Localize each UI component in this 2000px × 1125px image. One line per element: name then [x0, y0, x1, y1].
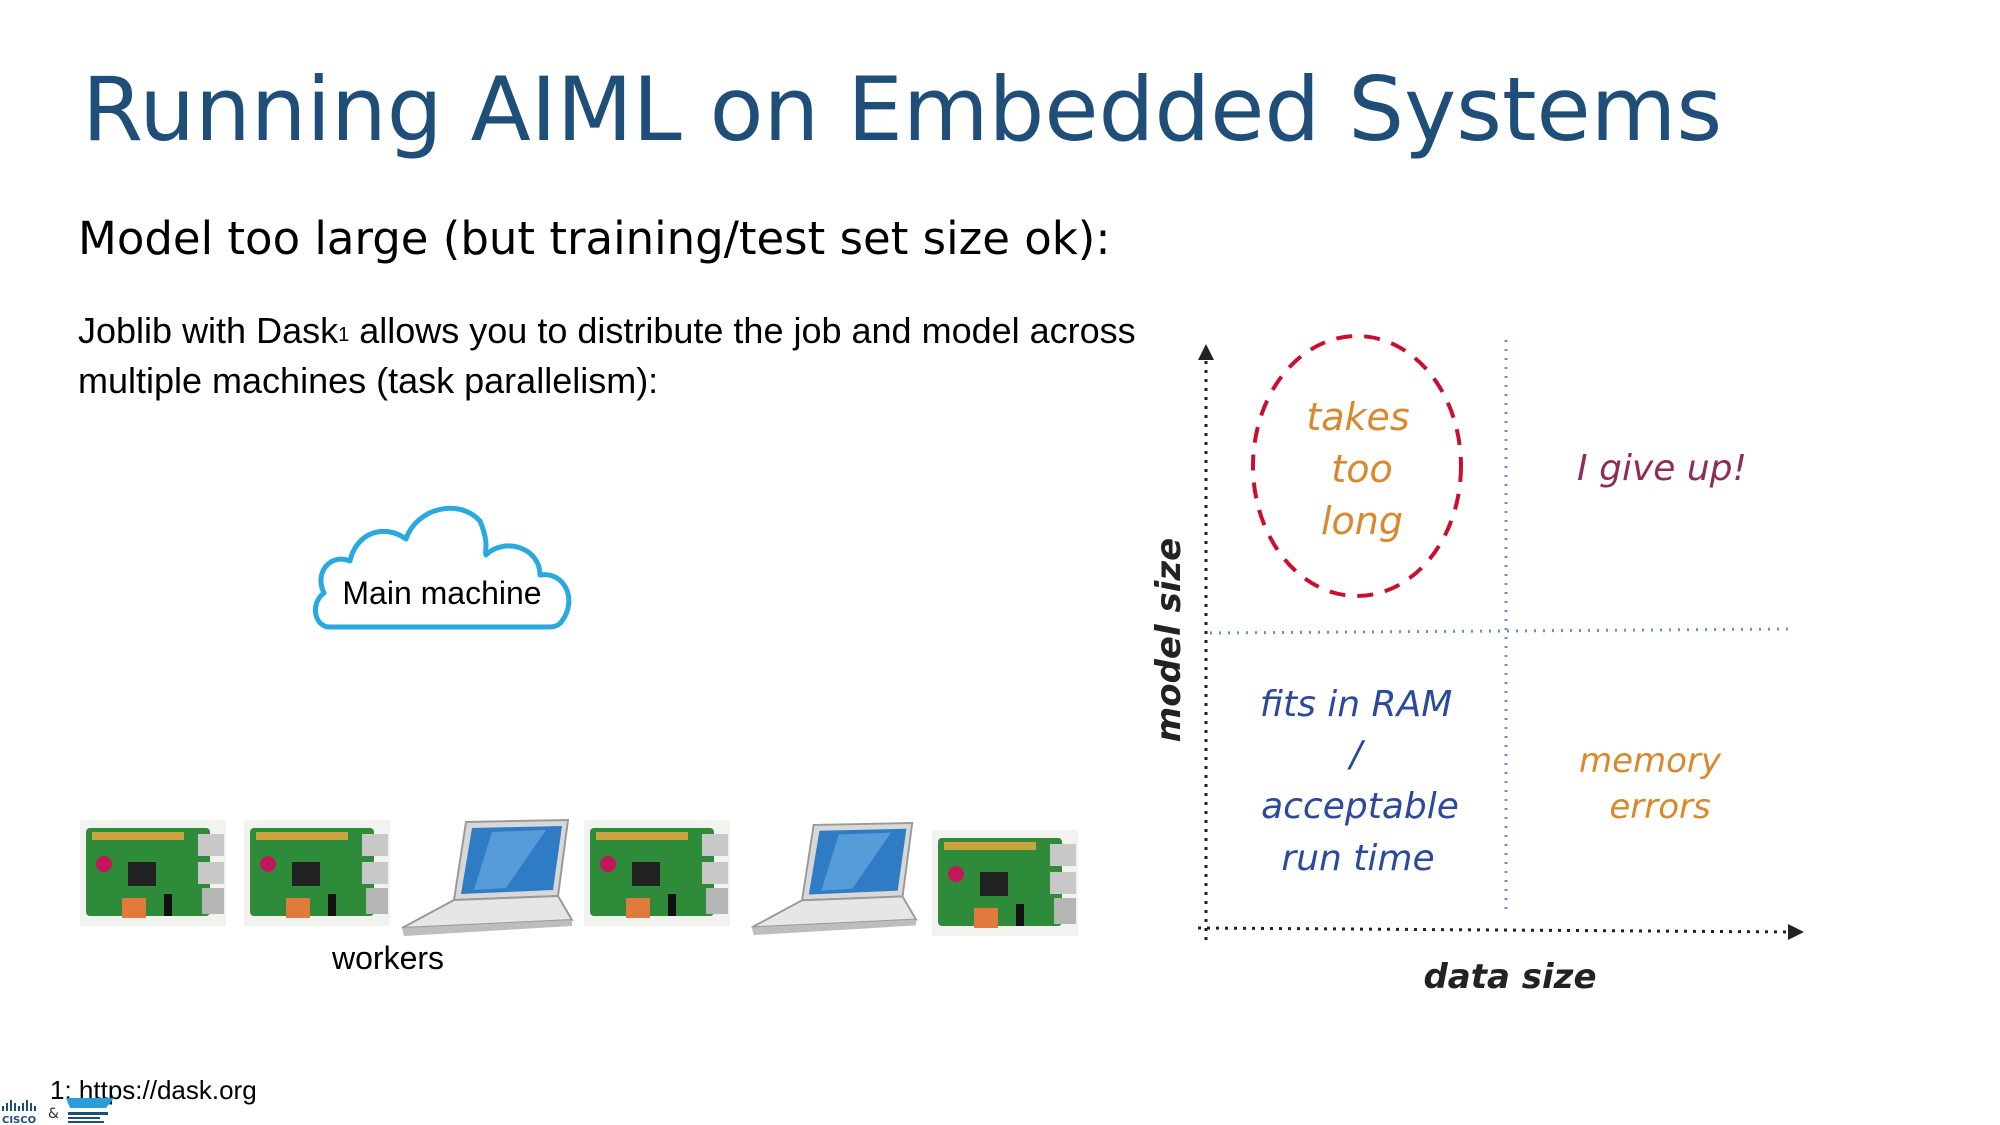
slide-subtitle: Model too large (but training/test set s…: [78, 212, 1111, 265]
laptop-worker-1: [396, 818, 574, 940]
x-axis-arrow-icon: [1788, 924, 1804, 940]
raspberry-pi-worker-1: [78, 818, 228, 928]
raspberry-pi-worker-4: [930, 828, 1080, 938]
raspberry-pi-worker-3: [582, 818, 732, 928]
cisco-logo-icon: CISCO &: [2, 1098, 114, 1125]
raspberry-pi-worker-2: [242, 818, 392, 928]
workers-label: workers: [332, 940, 445, 976]
footnote-ref: 1: [338, 324, 350, 346]
laptop-icon: [401, 818, 574, 936]
bottom-left-line-3: acceptable: [1261, 786, 1459, 827]
raspberry-pi-icon: [584, 820, 730, 926]
svg-text:&: &: [48, 1106, 59, 1122]
main-machine-label: Main machine: [342, 575, 542, 611]
top-right-text: I give up!: [1577, 448, 1747, 489]
laptop-icon: [751, 822, 918, 936]
raspberry-pi-icon: [80, 820, 226, 926]
bottom-left-line-4: run time: [1281, 838, 1434, 879]
body-text: Joblib with Dask1 allows you to distribu…: [78, 308, 1138, 404]
cloud-icon: [313, 505, 572, 630]
top-left-line-2: too: [1331, 447, 1392, 491]
bottom-left-line-1: fits in RAM: [1260, 684, 1453, 725]
bottom-right-line-1: memory: [1579, 741, 1722, 781]
body-text-start: Joblib with Dask: [78, 310, 339, 351]
top-left-line-3: long: [1321, 499, 1403, 543]
laptop-worker-2: [746, 820, 918, 940]
y-axis-label: model size: [1150, 538, 1189, 742]
raspberry-pi-icon: [932, 830, 1078, 936]
logo-text: CISCO: [2, 1115, 36, 1125]
quadrant-diagram: model size data size takes too long I gi…: [1150, 334, 1804, 997]
y-axis-arrow-icon: [1198, 344, 1214, 360]
slide-title: Running AIML on Embedded Systems: [82, 58, 1723, 161]
bottom-right-line-2: errors: [1609, 787, 1710, 827]
horizontal-divider: [1209, 627, 1791, 635]
x-axis-label: data size: [1423, 957, 1596, 997]
highlight-circle: [1251, 334, 1463, 598]
bottom-left-line-2: /: [1347, 734, 1366, 775]
x-axis: [1197, 926, 1795, 934]
raspberry-pi-icon: [244, 820, 390, 926]
body-text-end: allows you to distribute the job and mod…: [78, 310, 1136, 401]
top-left-line-1: takes: [1306, 395, 1409, 439]
